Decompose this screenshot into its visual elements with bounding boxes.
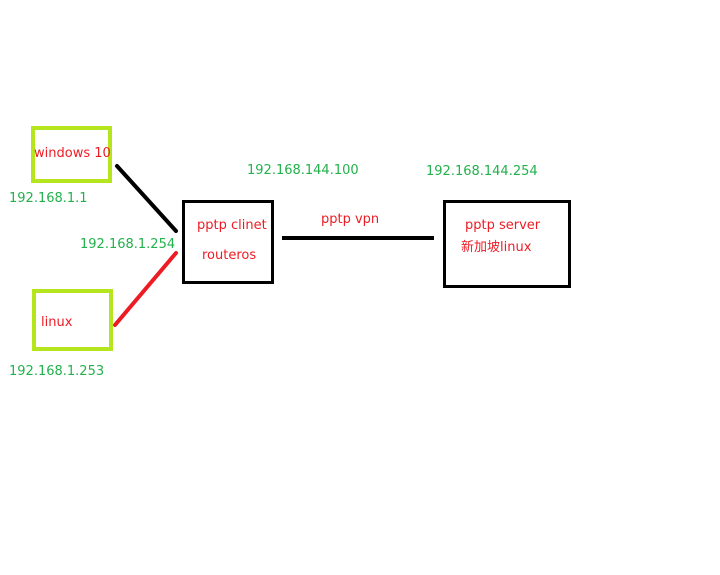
node-router-lan-ip: 192.168.1.254 xyxy=(80,237,176,252)
link-linux-router xyxy=(113,251,178,327)
node-server-ip: 192.168.144.254 xyxy=(426,164,538,179)
link-windows-router xyxy=(115,164,178,233)
node-windows-10-ip: 192.168.1.1 xyxy=(9,191,88,206)
node-router-wan-ip: 192.168.144.100 xyxy=(247,163,359,178)
link-vpn-label: pptp vpn xyxy=(321,212,380,227)
node-server-line2: 新加坡linux xyxy=(461,240,532,255)
node-linux-label: linux xyxy=(41,315,73,330)
node-linux-ip: 192.168.1.253 xyxy=(9,364,105,379)
node-router-line2: routeros xyxy=(202,248,257,263)
node-router xyxy=(182,200,274,284)
node-windows-10-label: windows 10 xyxy=(34,146,111,161)
node-server-line1: pptp server xyxy=(465,218,541,233)
node-linux xyxy=(32,289,113,351)
node-router-line1: pptp clinet xyxy=(197,218,267,233)
node-windows-10 xyxy=(31,126,112,183)
node-server xyxy=(443,200,571,288)
